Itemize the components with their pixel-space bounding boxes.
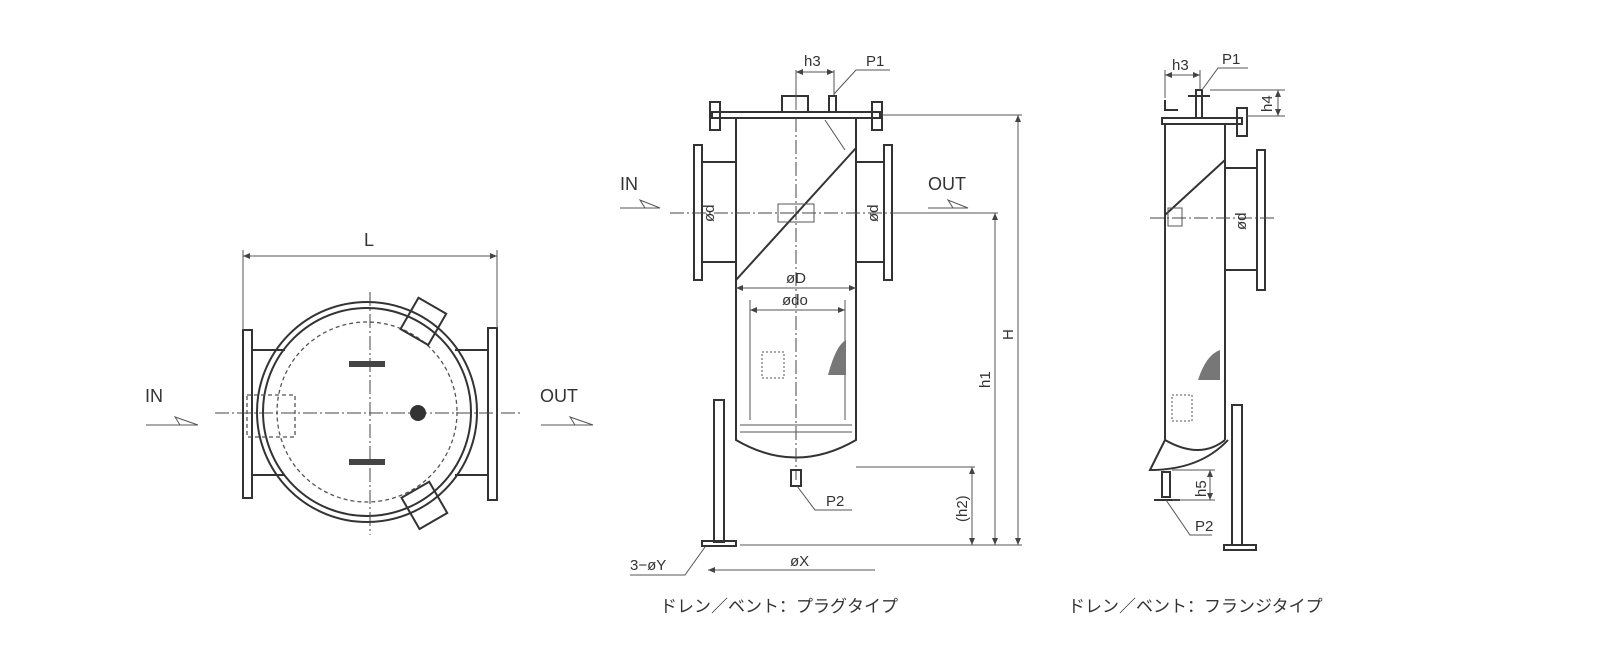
front-view: h3 P1 H h1 (h2) ød ød øD ødo P2 øX 3−øY …: [620, 53, 1022, 617]
side-view: h3 P1 h4 ød h5 P2 ドレン／ベント：フランジタイプ: [1068, 51, 1323, 617]
front-P2-label: P2: [826, 493, 844, 510]
side-P2-label: P2: [1195, 518, 1213, 535]
front-inlet-label: IN: [620, 174, 638, 194]
front-outlet-arrow-icon: [928, 198, 969, 209]
top-inlet-label: IN: [145, 386, 163, 406]
front-h1-label: h1: [977, 371, 994, 388]
side-caption: ドレン／ベント：フランジタイプ: [1068, 597, 1323, 617]
side-h5-label: h5: [1193, 480, 1210, 497]
front-d-in-label: ød: [701, 204, 718, 222]
front-X-label: øX: [790, 553, 809, 570]
front-do-label: ødo: [782, 292, 808, 309]
front-H-label: H: [1000, 329, 1017, 340]
front-h3-label: h3: [804, 53, 821, 70]
front-outlet-label: OUT: [928, 174, 966, 194]
outlet-arrow-icon: [541, 416, 594, 426]
front-caption: ドレン／ベント：プラグタイプ: [660, 597, 898, 617]
mesh-icon: [761, 340, 846, 379]
side-h4-label: h4: [1259, 95, 1276, 112]
front-h2-label: (h2): [954, 495, 971, 522]
top-outlet-label: OUT: [540, 386, 578, 406]
top-view: L IN OUT: [145, 230, 594, 535]
front-P1-label: P1: [866, 53, 884, 70]
dim-L-label: L: [364, 230, 374, 250]
side-P1-label: P1: [1222, 51, 1240, 68]
side-h3-label: h3: [1172, 57, 1189, 74]
front-D-label: øD: [786, 270, 806, 287]
front-Y-label: 3−øY: [630, 557, 666, 574]
front-d-out-label: ød: [865, 204, 882, 222]
inlet-arrow-icon: [146, 416, 199, 426]
front-inlet-arrow-icon: [620, 198, 661, 209]
side-mesh-icon: [1171, 350, 1220, 422]
side-d-label: ød: [1233, 212, 1250, 230]
